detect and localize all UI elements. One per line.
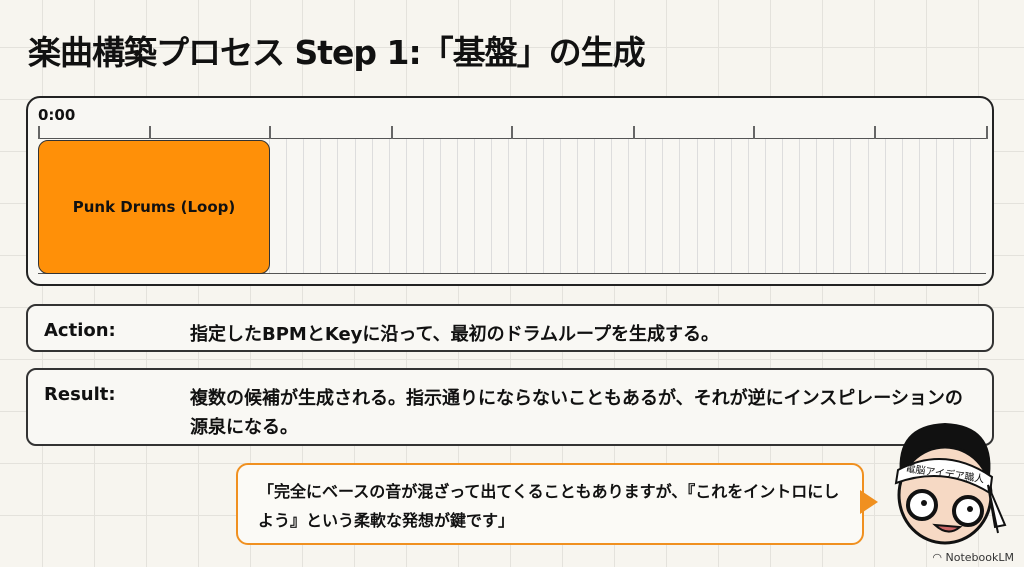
timeline-grid [38,139,986,274]
grid-line [576,139,578,273]
grid-line [713,139,715,273]
ruler-tick [753,126,755,139]
grid-line [354,139,356,273]
page-title: 楽曲構築プロセス Step 1:「基盤」の生成 [28,33,646,72]
grid-line [799,139,801,273]
grid-line [901,139,903,273]
grid-line [286,139,288,273]
result-box: Result: 複数の候補が生成される。指示通りにならないこともあるが、それが逆… [26,368,994,446]
quote-text: 「完全にベースの音が混ざって出てくることもありますが、『これをイントロにしよう』… [258,482,840,530]
grid-line [833,139,835,273]
ruler-tick [874,126,876,139]
grid-line [918,139,920,273]
grid-line [422,139,424,273]
grid-line [867,139,869,273]
grid-line [388,139,390,273]
ruler-tick [391,126,393,139]
grid-line [696,139,698,273]
grid-line [970,139,972,273]
timeline-start-time: 0:00 [38,106,76,124]
grid-line [405,139,407,273]
clip-label: Punk Drums (Loop) [72,198,236,216]
grid-line [593,139,595,273]
grid-line [816,139,818,273]
ruler-tick [633,126,635,139]
grid-line [457,139,459,273]
grid-line [662,139,664,273]
action-label: Action: [44,320,116,341]
ruler-tick [986,126,988,139]
grid-line [679,139,681,273]
grid-line [782,139,783,273]
ruler-tick [149,126,151,139]
action-box: Action: 指定したBPMとKeyに沿って、最初のドラムループを生成する。 [26,304,994,352]
audio-clip-punk-drums[interactable]: Punk Drums (Loop) [38,140,270,274]
grid-line [850,139,852,273]
character-avatar-icon: 電脳アイデア職人 [894,423,1007,545]
result-label: Result: [44,384,116,405]
grid-line [559,139,561,273]
result-text: 複数の候補が生成される。指示通りにならないこともあるが、それが逆にインスピレーシ… [190,388,963,438]
grid-line [508,139,510,273]
speech-bubble-tail [860,490,878,514]
ruler-tick [38,126,40,139]
grid-line [474,139,476,273]
footer-text: NotebookLM [945,551,1014,564]
grid-line [611,139,612,273]
grid-line [935,139,937,273]
action-text: 指定したBPMとKeyに沿って、最初のドラムループを生成する。 [190,324,719,345]
ruler-tick [269,126,271,139]
grid-line [884,139,886,273]
grid-line [371,139,373,273]
grid-line [953,139,954,273]
notebooklm-footer: ◠ NotebookLM [932,551,1014,564]
grid-line [440,139,441,273]
grid-line [320,139,322,273]
grid-line [337,139,339,273]
grid-line [730,139,732,273]
grid-line [303,139,305,273]
ruler-tick [511,126,513,139]
grid-line [628,139,630,273]
speech-bubble: 「完全にベースの音が混ざって出てくることもありますが、『これをイントロにしよう』… [236,463,864,545]
grid-line [764,139,766,273]
grid-line [525,139,527,273]
grid-line [747,139,749,273]
grid-line [491,139,493,273]
timeline-panel: 0:00 Punk Drums (Loop) [26,96,994,286]
grid-line [645,139,647,273]
grid-line [542,139,544,273]
